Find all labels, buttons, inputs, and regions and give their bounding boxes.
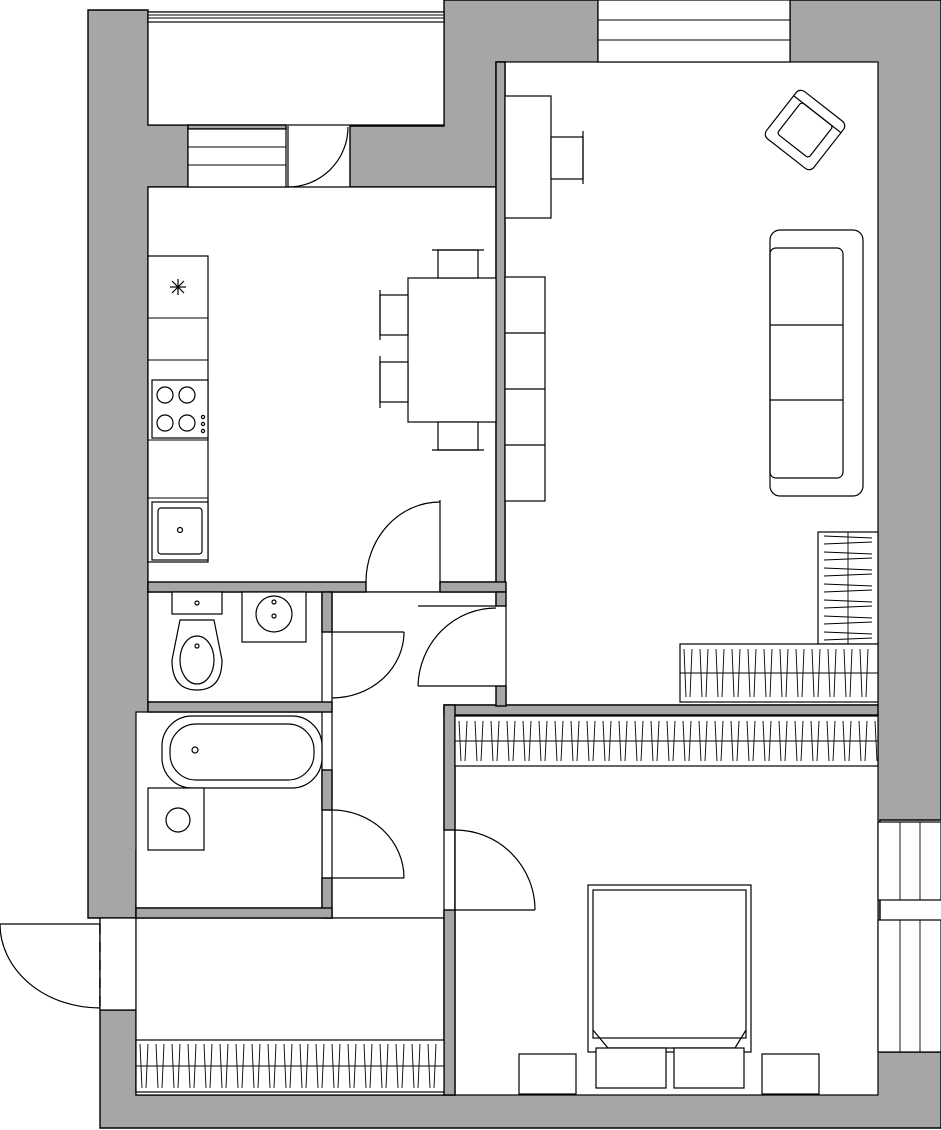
kitchen-toilet-partition — [147, 581, 367, 593]
toilet-furniture — [171, 591, 307, 691]
door-swing-icon — [331, 809, 405, 879]
wardrobe-icon — [454, 715, 879, 767]
window-icon — [597, 0, 791, 63]
loggia-kitchen-wall — [187, 124, 287, 130]
living-furniture — [504, 89, 879, 703]
living-hall-partition-low — [495, 685, 507, 707]
window-icon — [147, 11, 445, 23]
door-swing-icon — [331, 631, 405, 699]
toilet-icon — [171, 591, 223, 691]
toilet-hall-partition — [321, 591, 333, 633]
toilet-bath-partition — [147, 701, 333, 713]
stove-icon — [151, 379, 209, 439]
window-icon — [877, 821, 941, 901]
loggia — [147, 11, 445, 126]
armchair-icon — [764, 89, 846, 171]
wardrobe-icon — [135, 1039, 445, 1093]
bathtub-icon — [161, 715, 323, 789]
entry-furniture — [135, 1039, 445, 1093]
window-icon — [877, 919, 941, 1053]
partitions — [135, 61, 879, 1096]
hall-bedroom-partition — [443, 704, 456, 831]
window-icon — [187, 128, 287, 188]
wardrobe-icon — [679, 643, 879, 703]
bed-icon — [587, 884, 752, 1089]
nightstand — [518, 1053, 577, 1095]
dining-table-icon — [379, 249, 497, 451]
kitchen-living-partition — [495, 61, 506, 593]
washbasin-icon — [241, 591, 307, 643]
door-swing-icon — [454, 829, 536, 911]
hall-bedroom-partition-low — [443, 909, 456, 1096]
desk — [504, 95, 584, 219]
living-bedroom-partition — [443, 704, 879, 716]
nightstand — [761, 1053, 820, 1095]
bath-hall-partition — [321, 769, 333, 811]
bath-entry-partition — [135, 907, 333, 919]
kitchen-furniture — [147, 249, 497, 563]
fridge-icon — [170, 279, 186, 295]
sofa-icon — [769, 229, 864, 497]
sink-icon — [151, 501, 209, 561]
door-swing-icon — [417, 605, 497, 687]
shelf-unit — [504, 276, 546, 502]
wardrobe-icon — [817, 531, 879, 645]
bedroom-furniture — [454, 715, 879, 1095]
doors — [0, 126, 536, 1009]
kitchen-hall-partition — [439, 581, 507, 593]
bathroom-furniture — [147, 715, 323, 851]
washer-icon — [147, 787, 205, 851]
door-swing-icon — [0, 923, 101, 1009]
door-swing-icon — [365, 500, 441, 583]
windows — [147, 0, 941, 1053]
door-swing-icon — [287, 126, 349, 188]
living-hall-partition — [495, 591, 507, 607]
